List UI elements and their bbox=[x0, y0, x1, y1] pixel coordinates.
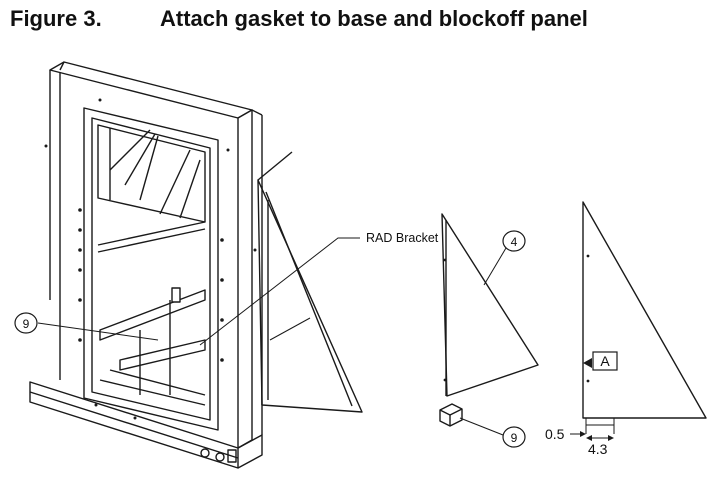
rad-bracket-label: RAD Bracket bbox=[366, 231, 439, 245]
item-4-callout: 4 bbox=[483, 230, 526, 286]
rad-bracket-leader bbox=[199, 237, 360, 346]
figure-number: Figure 3. bbox=[10, 6, 102, 31]
detail-a-marker: A bbox=[583, 351, 618, 371]
blockoff-panel-view bbox=[439, 213, 539, 427]
item-9-label-right: 9 bbox=[511, 431, 518, 445]
figure-title: Figure 3. Attach gasket to base and block… bbox=[10, 2, 588, 36]
item-9-label-left: 9 bbox=[23, 317, 30, 331]
panel-elevation-view bbox=[582, 201, 707, 434]
unit-assembly-view bbox=[29, 61, 363, 469]
item-9-callout-right: 9 bbox=[459, 417, 526, 448]
dimension-offset: 0.5 bbox=[545, 426, 586, 442]
dimension-width: 4.3 bbox=[586, 435, 614, 457]
detail-a-label: A bbox=[600, 353, 610, 369]
dimension-width-label: 4.3 bbox=[588, 441, 608, 457]
figure-caption: Attach gasket to base and blockoff panel bbox=[160, 6, 588, 31]
item-9-callout-left: 9 bbox=[14, 312, 159, 341]
item-4-label: 4 bbox=[511, 235, 518, 249]
dimension-offset-label: 0.5 bbox=[545, 426, 565, 442]
